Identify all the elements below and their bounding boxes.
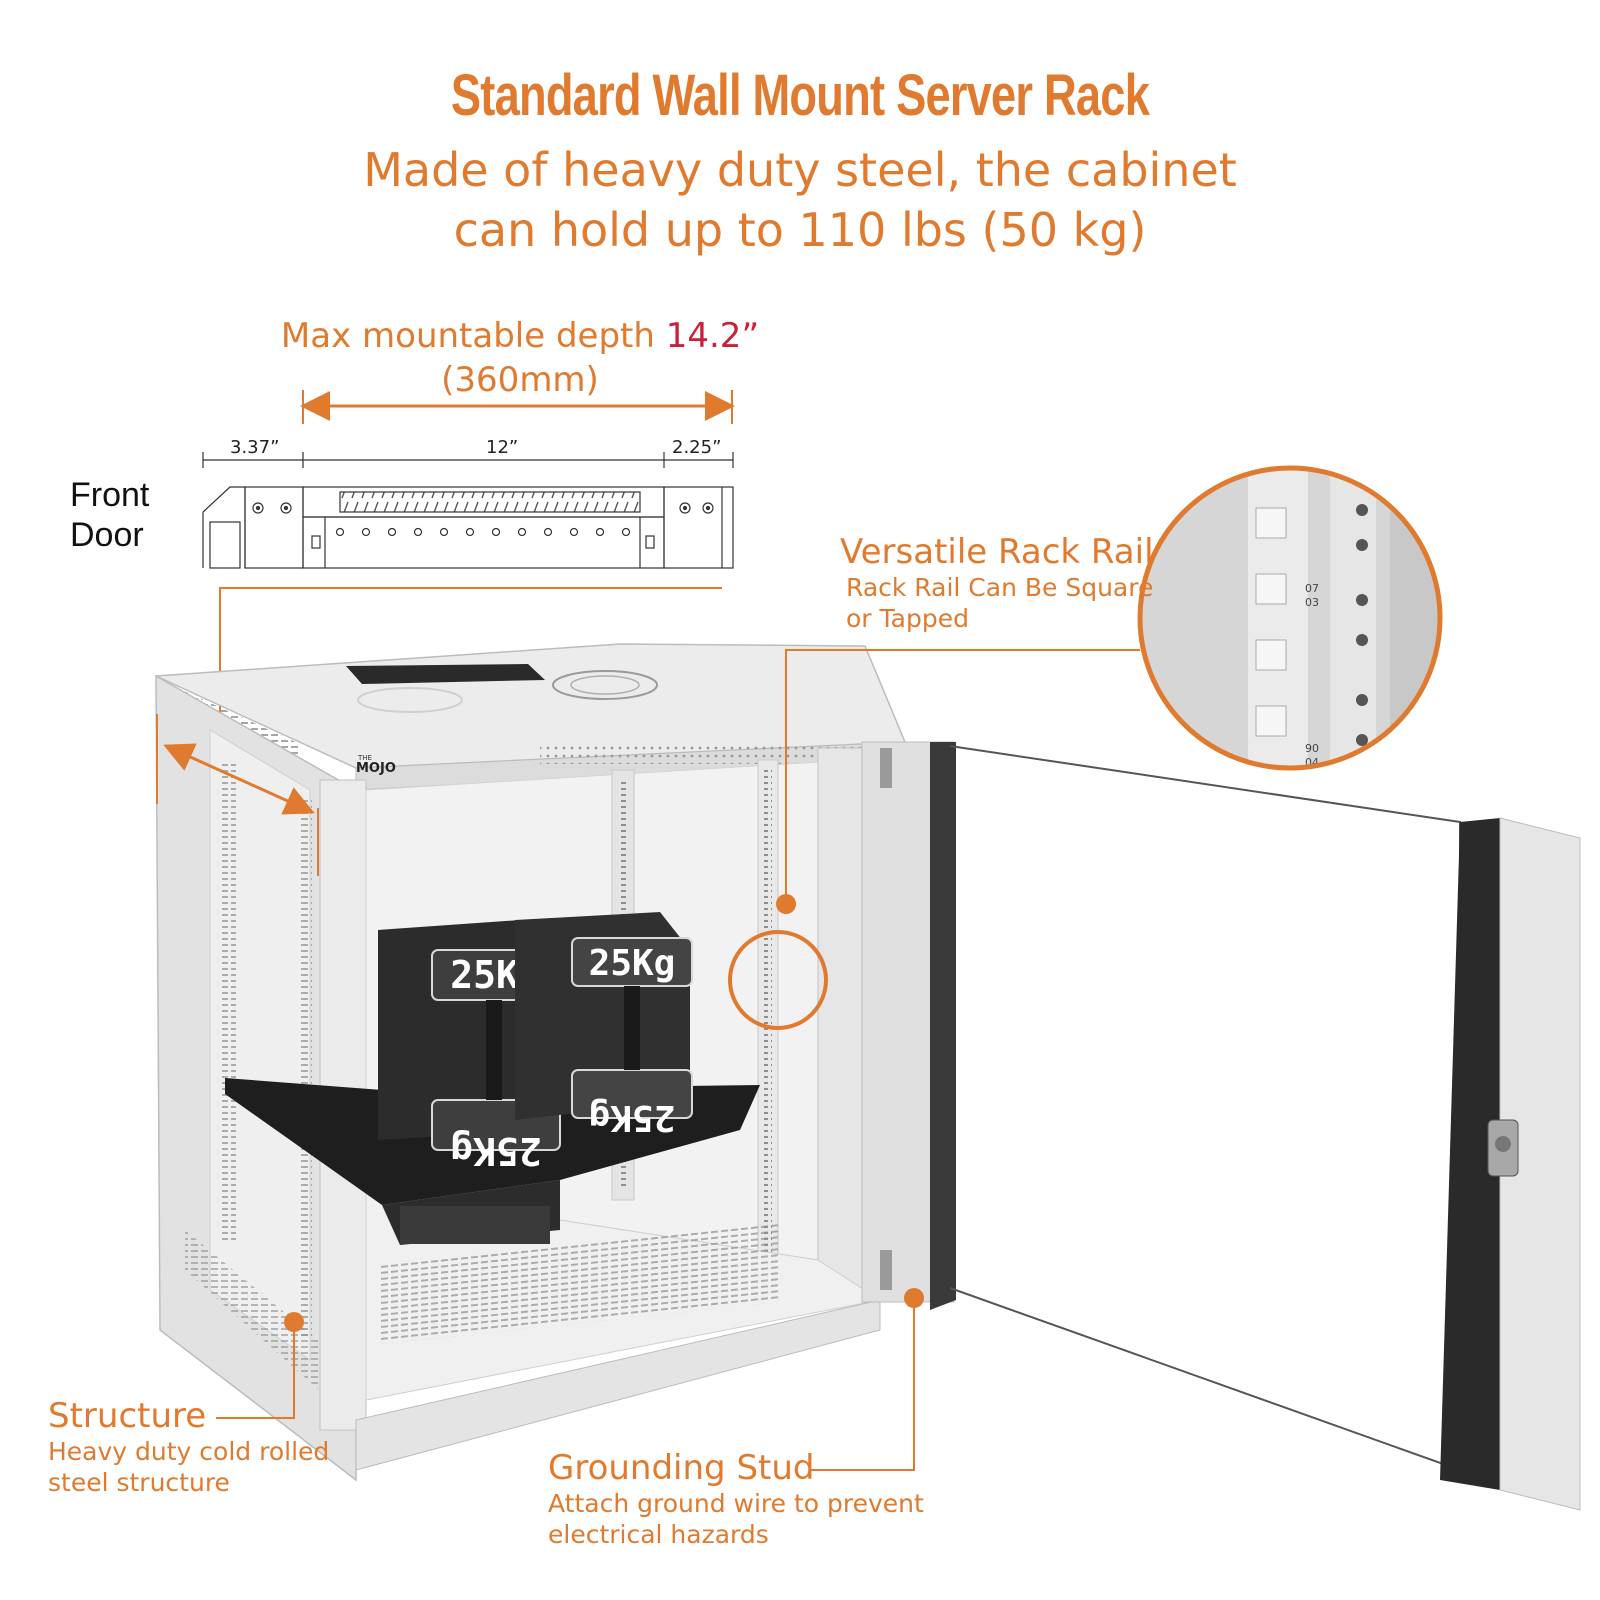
rail-callout-line-2: or Tapped [846, 604, 969, 633]
front-door-line-1: Front [70, 476, 150, 514]
depth-label: Max mountable depth 14.2” (360mm) [230, 314, 810, 402]
page-subtitle: Made of heavy duty steel, the cabinet ca… [300, 140, 1300, 260]
subtitle-line-1: Made of heavy duty steel, the cabinet [363, 143, 1237, 197]
grounding-callout-line-1: Attach ground wire to prevent [548, 1489, 924, 1518]
front-door-line-2: Door [70, 516, 144, 554]
structure-callout-line [216, 1322, 295, 1419]
top-vent [540, 746, 880, 764]
top-cable-hatch [346, 664, 545, 684]
weight-2-label-bottom: 25Kg [589, 1097, 676, 1138]
front-door-label: Front Door [70, 475, 190, 555]
cabinet: 25Kg 25Kg 25Kg 25Kg THE MOJO [155, 643, 907, 1482]
shelf-foot [400, 1206, 550, 1244]
grounding-callout-line-2: electrical hazards [548, 1520, 769, 1549]
grounding-callout: Grounding Stud Attach ground wire to pre… [548, 1448, 924, 1550]
rail-num-c: 90 [1305, 742, 1319, 755]
rail-magnifier: 07 03 90 04 [1137, 465, 1443, 771]
subtitle-line-2: can hold up to 110 lbs (50 kg) [453, 203, 1147, 257]
side-depth-marker [156, 714, 319, 876]
dim-left: 3.37” [230, 437, 280, 458]
structure-callout-title: Structure [48, 1396, 207, 1436]
top-fan [552, 670, 658, 700]
rail-callout-title: Versatile Rack Rail [840, 532, 1154, 572]
weight-1: 25Kg 25Kg [378, 920, 561, 1173]
depth-label-text: Max mountable depth [280, 316, 655, 356]
dim-right: 2.25” [672, 437, 722, 458]
page-title: Standard Wall Mount Server Rack [450, 63, 1150, 128]
weight-2: 25Kg 25Kg [515, 912, 693, 1138]
depth-arrow [300, 390, 735, 424]
dimension-drawing [202, 452, 734, 569]
grounding-callout-line [810, 1298, 915, 1471]
brand-small: THE [357, 754, 372, 762]
brand-logo: MOJO [356, 761, 396, 776]
rail-num-a: 07 [1305, 582, 1319, 595]
structure-callout: Structure Heavy duty cold rolled steel s… [48, 1396, 329, 1498]
weight-2-label-top: 25Kg [589, 943, 676, 984]
rail-callout-line-1: Rack Rail Can Be Square [846, 573, 1154, 602]
weight-1-label-bottom: 25Kg [450, 1129, 542, 1173]
structure-callout-dot [284, 1312, 304, 1332]
rail-holes [335, 527, 631, 537]
structure-callout-line-1: Heavy duty cold rolled [48, 1437, 330, 1466]
grounding-callout-title: Grounding Stud [548, 1448, 815, 1488]
depth-value: 14.2” [665, 316, 760, 356]
glass-door [861, 741, 1581, 1511]
structure-callout-line-2: steel structure [48, 1468, 230, 1497]
grounding-callout-dot [904, 1288, 924, 1308]
dim-middle: 12” [486, 437, 519, 458]
rail-callout: Versatile Rack Rail Rack Rail Can Be Squ… [840, 532, 1154, 634]
rail-callout-line [785, 649, 1140, 904]
rail-num-b: 03 [1305, 596, 1319, 609]
rail-callout-dot [776, 894, 796, 914]
rail-highlight-circle [728, 930, 828, 1030]
